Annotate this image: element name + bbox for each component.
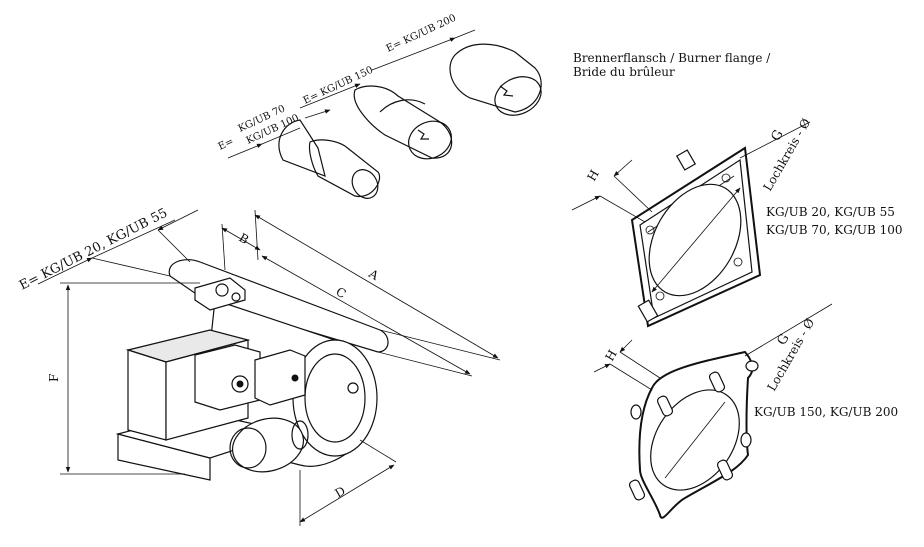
flange-large-models: KG/UB 150, KG/UB 200 — [754, 405, 898, 419]
flange-large-g-line — [744, 303, 833, 357]
flange-large-stud-4 — [628, 479, 646, 501]
tube-large-dim-ext — [454, 29, 476, 39]
flange-large-ear-1 — [745, 360, 759, 372]
transformer-knob-center — [236, 380, 244, 388]
housing-bolt — [347, 382, 359, 394]
control-box-side — [127, 349, 167, 441]
tube-mid-dim — [299, 83, 361, 109]
flange-small-bolt-circle: Lochkreis - Ø — [760, 116, 813, 194]
pump-plug — [231, 292, 241, 302]
flange-small-tab-bottom — [637, 299, 659, 323]
tube-small-dim-right — [304, 109, 331, 119]
flange-large-h-right — [619, 339, 633, 353]
tube-small-body — [308, 139, 381, 198]
tube-large-body — [449, 43, 542, 113]
flange-large-stud-1 — [708, 371, 726, 393]
flange-small-outline — [630, 146, 762, 328]
flange-large-h-left — [593, 363, 611, 373]
flange-large-ear-3 — [740, 432, 752, 448]
flange-small-models-line2: KG/UB 70, KG/UB 100 — [766, 223, 902, 237]
flange-small-g-line — [739, 121, 811, 159]
dim-d-label: D — [333, 484, 348, 501]
motor-end-cap — [229, 427, 267, 469]
flange-small-diameter — [651, 187, 741, 293]
flange-small-hole-1 — [721, 173, 731, 183]
ignition-transformer — [194, 344, 261, 411]
flange-small-h-ext1 — [599, 195, 646, 223]
flange-large-h-ext1 — [609, 363, 653, 391]
flange-small-hole-3 — [733, 257, 743, 267]
flange-small-h-left — [571, 195, 601, 211]
tube-mid-step — [379, 99, 426, 113]
flange-small-hole-4 — [645, 225, 655, 235]
burner-e-label: E= KG/UB 20, KG/UB 55 — [17, 206, 170, 294]
flange-small-inner — [639, 158, 753, 319]
tube-large-notch — [499, 85, 514, 97]
flange-caption: Brennerflansch / Burner flange / Bride d… — [573, 51, 771, 79]
dim-d-ext-right — [359, 439, 397, 463]
tube-mid-body — [353, 85, 453, 159]
blast-tube-mid — [353, 85, 453, 160]
tube-large-mouth — [494, 76, 542, 116]
flange-small-h-right — [613, 159, 633, 177]
dim-a-ext-left — [254, 209, 259, 261]
dim-e-ext-2 — [157, 229, 191, 263]
dim-b-ext — [221, 223, 226, 271]
flange-small-models-line1: KG/UB 20, KG/UB 55 — [766, 205, 895, 219]
tube-small-mouth — [351, 169, 379, 199]
flange-large-diameter — [664, 401, 726, 479]
blast-tube-small — [278, 119, 381, 199]
dim-a-ext-right — [379, 329, 501, 361]
motor-body — [231, 417, 305, 473]
flange-large-h-label: H — [602, 347, 619, 363]
tube-mid-label: E= KG/UB 150 — [302, 65, 375, 107]
dim-c-label: C — [334, 284, 349, 301]
flange-large-ear-2 — [630, 404, 642, 420]
dim-b-line — [221, 227, 261, 251]
flange-small: H G Lochkreis - Ø KG/UB 20, KG/UB 55 KG/… — [571, 116, 902, 328]
blast-tube-large — [449, 43, 542, 116]
flange-small-tab-top — [675, 149, 697, 171]
tube-small-dim-mid — [261, 127, 301, 145]
flange-caption-line1: Brennerflansch / Burner flange / — [573, 51, 771, 65]
flange-caption-line2: Bride du brûleur — [573, 65, 675, 79]
tube-small-dim-left — [227, 143, 263, 159]
flange-small-h-label: H — [584, 167, 601, 183]
tube-large-dim — [371, 37, 456, 71]
dim-e-ext-1 — [91, 257, 171, 277]
tube-large-label: E= KG/UB 200 — [385, 13, 458, 55]
dim-c-ext — [377, 351, 473, 377]
dim-f-label: F — [47, 374, 61, 382]
flange-large-bolt-circle: Lochkreis - Ø — [764, 316, 817, 394]
dim-a-label: A — [366, 266, 382, 283]
flange-small-hole-2 — [655, 291, 665, 301]
tube-mid-notch — [417, 129, 429, 140]
flange-large-stud-3 — [656, 395, 674, 417]
dim-c-line — [261, 255, 471, 375]
relay-screw — [291, 374, 299, 382]
dim-d-line — [299, 464, 395, 523]
tube-mid-mouth — [408, 120, 452, 160]
dim-b-label: B — [237, 230, 252, 247]
tube-dimensions — [227, 29, 476, 159]
flange-large: H G Lochkreis - Ø KG/UB 150, KG/UB 200 — [593, 303, 898, 519]
burner-assembly — [115, 259, 389, 481]
tube-small-collar — [278, 119, 326, 177]
dim-e-left — [37, 257, 93, 285]
pump-nut — [215, 283, 229, 297]
flange-large-outline — [638, 350, 754, 519]
burner-dimensions — [37, 209, 501, 526]
motor-fan-cover — [291, 420, 309, 450]
dim-e-right — [157, 209, 199, 231]
flange-large-stud-2 — [716, 459, 734, 481]
flange-large-h-ext2 — [619, 351, 661, 379]
tube-labels: E= KG/UB 70 KG/UB 100 E= KG/UB 150 E= KG… — [217, 13, 458, 153]
flange-small-h-ext2 — [613, 175, 653, 213]
tube-small-prefix: E= — [217, 136, 236, 153]
